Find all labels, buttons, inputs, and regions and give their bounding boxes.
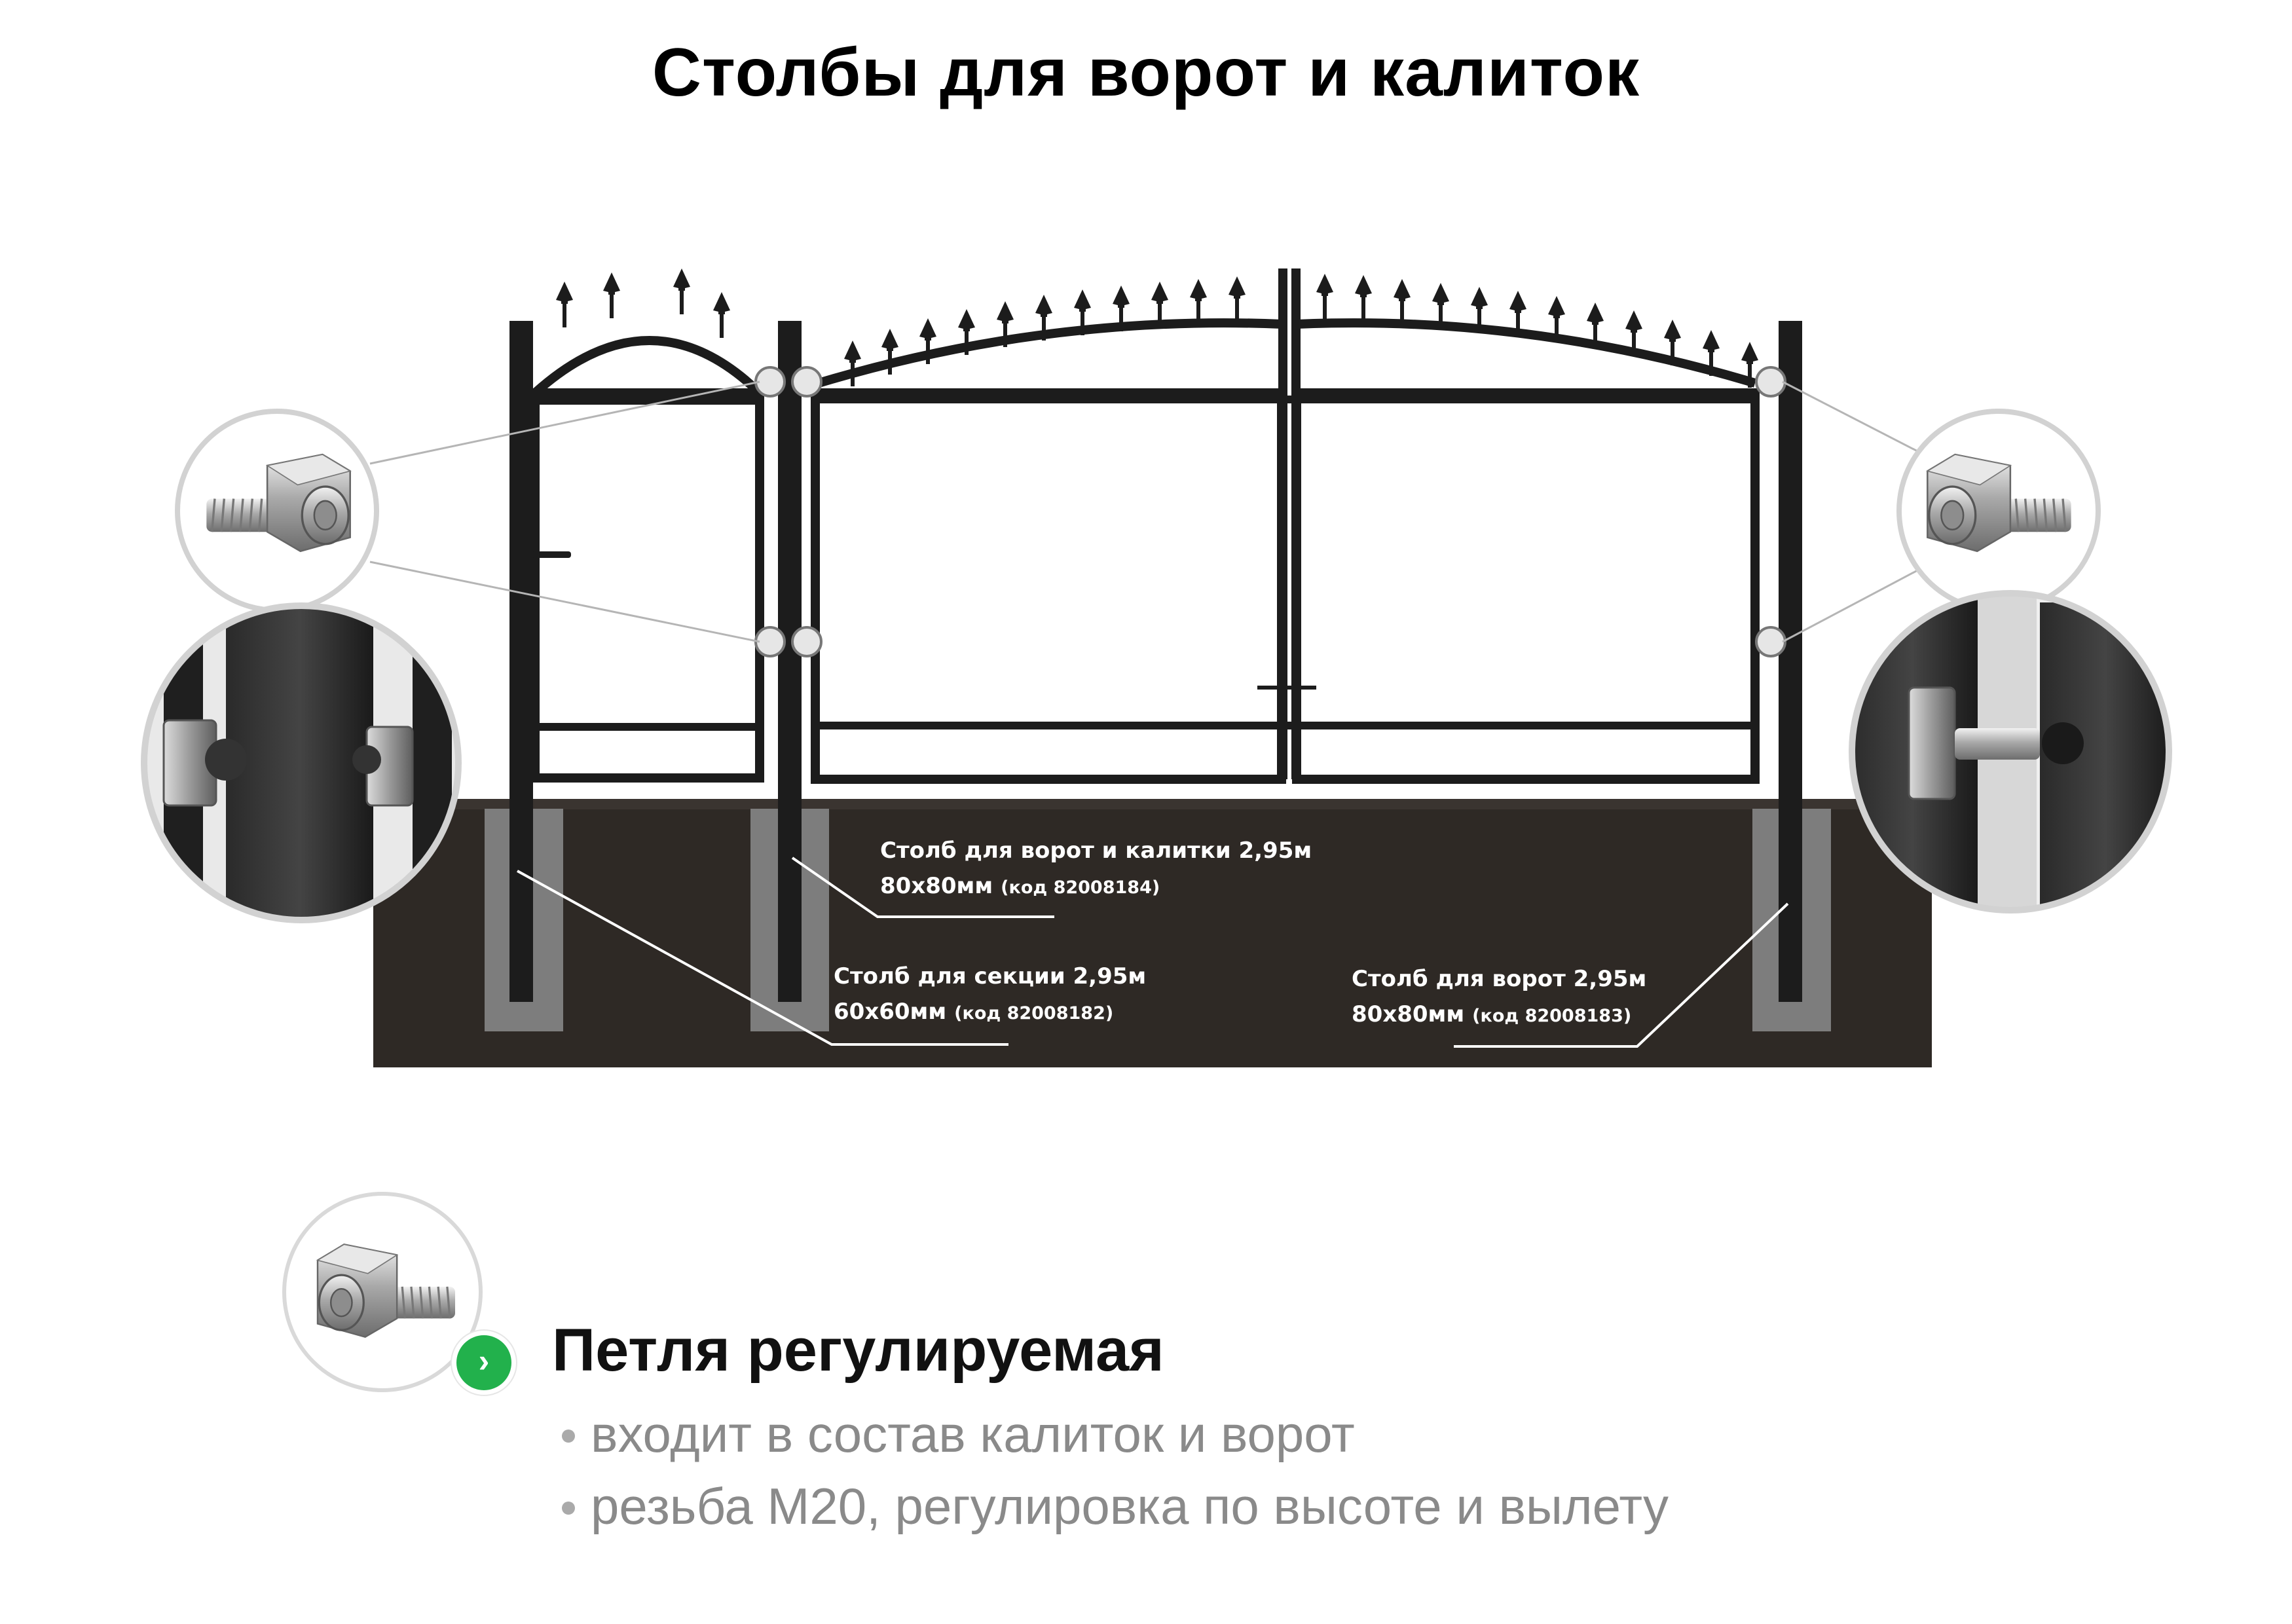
callout-gate-post-name: Столб для ворот 2,95м bbox=[1352, 966, 1647, 992]
feature-bullets: входит в состав калиток и ворот резьба М… bbox=[562, 1398, 1669, 1542]
chevron-right-icon[interactable]: › bbox=[452, 1331, 516, 1395]
feature-hinge-image bbox=[282, 1192, 483, 1392]
hinge-leader-lines bbox=[369, 380, 1919, 643]
bullet-icon bbox=[562, 1430, 575, 1443]
soil bbox=[373, 799, 1932, 1067]
feature-title: Петля регулируемая bbox=[552, 1317, 1164, 1384]
gate-frame bbox=[811, 268, 1760, 784]
bullet-icon bbox=[562, 1502, 575, 1515]
callout-gate-post-code: (код 82008183) bbox=[1472, 1006, 1632, 1026]
gate-spears bbox=[844, 274, 1758, 388]
callout-section-post-code: (код 82008182) bbox=[954, 1003, 1114, 1024]
callout-gate-post-size: 80х80мм bbox=[1352, 1001, 1465, 1027]
callout-gate-post: Столб для ворот 2,95м 80х80мм (код 820081… bbox=[1352, 961, 1646, 1034]
magnifier-hinge-right bbox=[1896, 409, 2101, 613]
wicket-handle bbox=[532, 537, 571, 583]
callout-section-post: Столб для секции 2,95м 60х60мм (код 82008… bbox=[834, 959, 1146, 1031]
callout-gate-wicket-post-code: (код 82008184) bbox=[1001, 877, 1160, 898]
callout-section-post-name: Столб для секции 2,95м bbox=[834, 963, 1147, 989]
callout-gate-wicket-post-size: 80х80мм bbox=[880, 873, 993, 899]
list-item: резьба М20, регулировка по высоте и выле… bbox=[562, 1470, 1669, 1542]
callout-leader-lines bbox=[517, 857, 1789, 1048]
frame-hinges bbox=[754, 366, 1786, 657]
callout-section-post-size: 60х60мм bbox=[834, 999, 947, 1025]
callout-gate-wicket-post-name: Столб для ворот и калитки 2,95м bbox=[880, 838, 1312, 864]
page-title: Столбы для ворот и калиток bbox=[652, 35, 1640, 111]
wicket-frame bbox=[530, 336, 764, 783]
magnifier-hinge-left bbox=[175, 409, 379, 613]
list-item: входит в состав калиток и ворот bbox=[562, 1398, 1669, 1470]
callout-gate-wicket-post: Столб для ворот и калитки 2,95м 80х80мм (… bbox=[880, 833, 1312, 906]
wicket-spears bbox=[556, 268, 730, 338]
